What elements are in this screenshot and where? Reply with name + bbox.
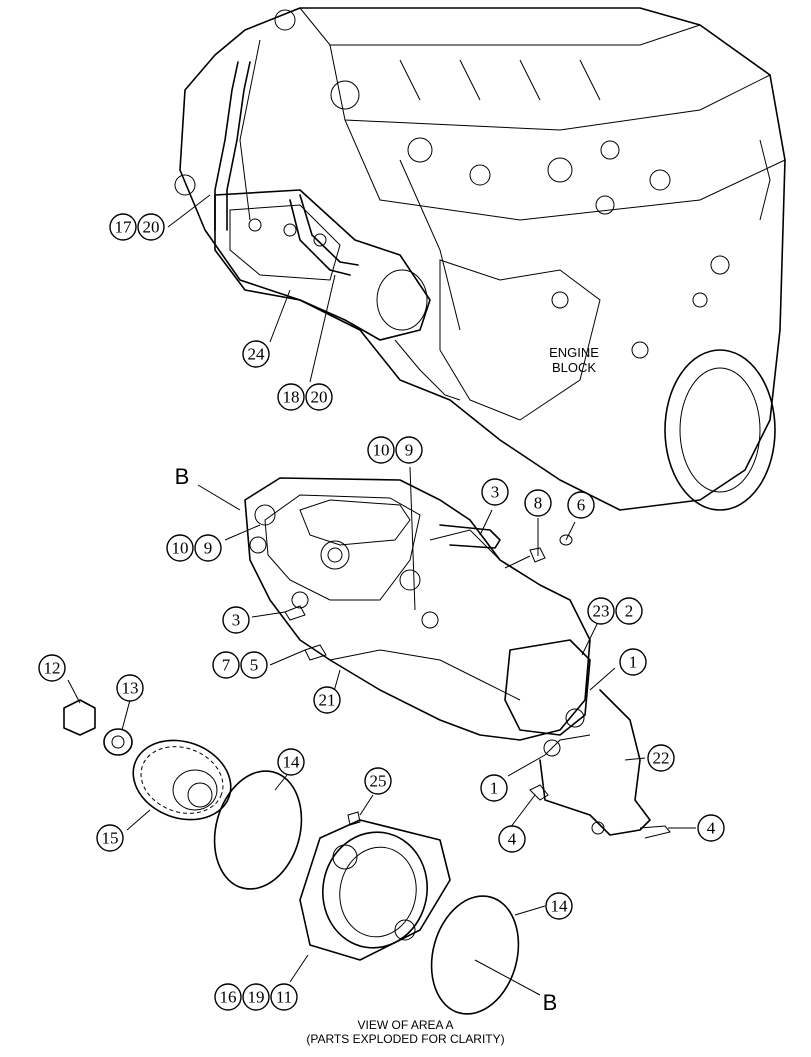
callout-20: 20 [305, 383, 333, 411]
svg-text:24: 24 [248, 345, 266, 364]
nut-12 [63, 699, 96, 736]
engine-block [174, 7, 786, 511]
engine-block-label-line2: BLOCK [552, 360, 596, 375]
callout-21: 21 [313, 686, 341, 714]
callout-4: 4 [697, 814, 725, 842]
engine-block-label-line1: ENGINE [549, 345, 599, 360]
svg-text:21: 21 [319, 691, 336, 710]
drive-gear-assembly [63, 699, 232, 821]
svg-text:13: 13 [122, 679, 139, 698]
callout-9: 9 [194, 534, 222, 562]
callout-7: 7 [212, 651, 240, 679]
svg-text:6: 6 [577, 496, 586, 515]
callout-1: 1 [480, 774, 508, 802]
callout-6: 6 [567, 491, 595, 519]
svg-text:12: 12 [44, 659, 61, 678]
callout-1: 1 [619, 648, 647, 676]
o-ring-14-upper [213, 770, 303, 890]
svg-text:20: 20 [143, 218, 160, 237]
svg-text:3: 3 [232, 611, 241, 630]
svg-text:7: 7 [222, 656, 231, 675]
callout-24: 24 [242, 340, 270, 368]
callout-14: 14 [277, 748, 305, 776]
washer-13 [103, 728, 133, 756]
callout-3: 3 [222, 606, 250, 634]
callout-2: 2 [615, 597, 643, 625]
callout-16: 16 [214, 983, 242, 1011]
callout-14: 14 [545, 892, 573, 920]
svg-text:16: 16 [220, 988, 237, 1007]
callout-13: 13 [116, 674, 144, 702]
callout-10: 10 [367, 436, 395, 464]
gear-15 [132, 739, 232, 821]
svg-text:22: 22 [653, 749, 670, 768]
svg-text:15: 15 [102, 829, 119, 848]
svg-text:14: 14 [283, 753, 301, 772]
svg-text:18: 18 [283, 388, 300, 407]
svg-text:17: 17 [115, 218, 133, 237]
callout-9: 9 [395, 436, 423, 464]
callout-3: 3 [481, 478, 509, 506]
svg-text:3: 3 [491, 483, 500, 502]
svg-text:11: 11 [276, 988, 292, 1007]
callout-22: 22 [647, 744, 675, 772]
callout-15: 15 [96, 824, 124, 852]
svg-text:19: 19 [248, 988, 265, 1007]
injection-pump [244, 477, 671, 839]
svg-text:8: 8 [534, 494, 543, 513]
svg-text:23: 23 [593, 602, 610, 621]
view-b-label-top: B [175, 464, 190, 489]
caption-line-2: (PARTS EXPLODED FOR CLARITY) [306, 1032, 505, 1046]
svg-text:4: 4 [707, 819, 716, 838]
svg-text:20: 20 [311, 388, 328, 407]
callout-12: 12 [38, 654, 66, 682]
o-ring-14-lower [430, 895, 520, 1015]
callout-20: 20 [137, 213, 165, 241]
adapter-flange [299, 811, 451, 961]
svg-text:25: 25 [370, 772, 387, 791]
svg-text:2: 2 [625, 602, 634, 621]
svg-text:4: 4 [508, 830, 517, 849]
callout-5: 5 [240, 651, 268, 679]
callout-11: 11 [270, 983, 298, 1011]
leader-lines [67, 194, 696, 996]
svg-text:1: 1 [629, 653, 638, 672]
svg-text:10: 10 [172, 539, 189, 558]
callout-8: 8 [524, 489, 552, 517]
callout-25: 25 [364, 767, 392, 795]
callout-10: 10 [166, 534, 194, 562]
svg-text:5: 5 [250, 656, 259, 675]
callout-19: 19 [242, 983, 270, 1011]
callout-17: 17 [109, 213, 137, 241]
svg-text:9: 9 [405, 441, 414, 460]
svg-text:14: 14 [551, 897, 569, 916]
callout-18: 18 [277, 383, 305, 411]
svg-text:10: 10 [373, 441, 390, 460]
view-b-label-bottom: B [543, 990, 558, 1015]
callout-23: 23 [587, 597, 615, 625]
o-rings [213, 770, 520, 1015]
caption-line-1: VIEW OF AREA A [357, 1018, 454, 1032]
svg-text:1: 1 [490, 779, 499, 798]
svg-text:9: 9 [204, 539, 213, 558]
callout-4: 4 [498, 825, 526, 853]
